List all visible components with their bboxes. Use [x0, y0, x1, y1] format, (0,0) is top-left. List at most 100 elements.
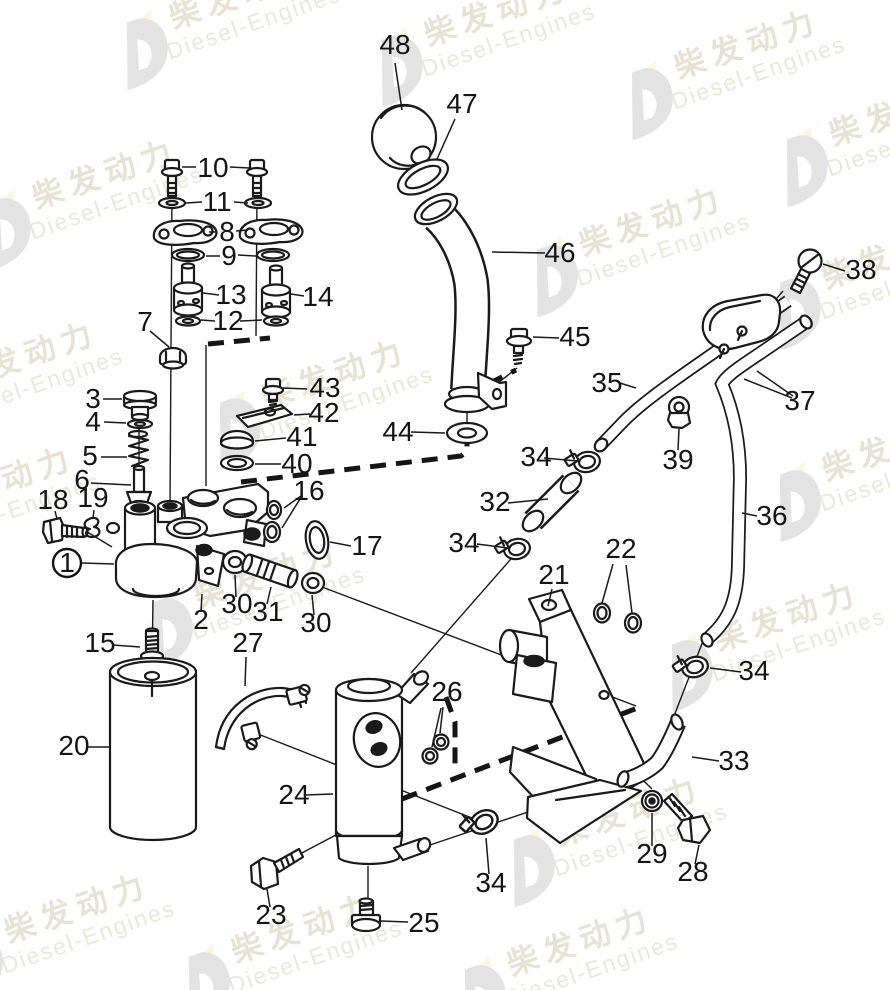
callout-39-7: 39: [662, 444, 693, 475]
callout-37-6: 37: [784, 385, 815, 416]
part-drawing-11-washers: [157, 196, 273, 210]
callout-9-12: 9: [221, 240, 237, 271]
callout-15-38: 15: [84, 627, 115, 658]
part-drawing-32-hose: [521, 471, 583, 533]
part-drawing-23-bolt: [249, 847, 305, 891]
part-drawing-21-bracket: [498, 588, 652, 845]
part-drawing-20-oil-filter: [108, 656, 198, 842]
callout-30-34: 30: [300, 607, 331, 638]
part-drawing-38-bolt: [789, 248, 823, 295]
callout-32-29: 32: [479, 486, 510, 517]
callout-8-11: 8: [219, 216, 235, 247]
part-drawing-37-pipe-clamp-bracket: [701, 293, 782, 360]
callout-1-text: 1: [59, 547, 75, 578]
part-drawing-34-clamp-c: [669, 648, 712, 684]
callout-5-23: 5: [82, 440, 98, 471]
part-drawing-12-washers: [174, 315, 290, 327]
callout-19-26: 19: [77, 482, 108, 513]
callout-12-15: 12: [212, 305, 243, 336]
callout-38-4: 38: [845, 254, 876, 285]
part-drawing-5-spring: [127, 429, 150, 468]
callout-34-31: 34: [448, 527, 479, 558]
callout-27-39: 27: [232, 627, 263, 658]
part-drawing-13-valve: [172, 262, 204, 317]
part-drawing-10-bolts: [160, 158, 269, 198]
callout-36-8: 36: [756, 500, 787, 531]
part-drawing-14-valve: [260, 264, 292, 319]
part-drawing-18-bolt: [41, 516, 89, 545]
callout-34-47: 34: [475, 867, 506, 898]
part-drawing-34-clamp-d: [453, 799, 504, 845]
part-drawing-8-cover-plates: [152, 218, 304, 246]
part-drawing-31-nipple-tube: [241, 553, 299, 589]
callout-25-46: 25: [408, 907, 439, 938]
callout-28-49: 28: [677, 856, 708, 887]
part-drawing-48-filler-cap: [370, 103, 438, 171]
part-drawing-7-plug: [158, 346, 188, 370]
callout-34-41: 34: [738, 655, 769, 686]
callout-3-21: 3: [85, 383, 101, 414]
part-drawing-16-seal-rings: [262, 499, 283, 544]
callout-14-14: 14: [302, 281, 333, 312]
callout-29-48: 29: [636, 838, 667, 869]
callout-34-30: 34: [520, 441, 551, 472]
callout-4-22: 4: [85, 406, 101, 437]
part-drawing-9-gaskets: [170, 247, 291, 263]
callout-43-17: 43: [309, 372, 340, 403]
callout-26-40: 26: [431, 676, 462, 707]
callout-7-16: 7: [137, 306, 153, 337]
part-drawing-42-plate: [235, 403, 294, 429]
callout-31-33: 31: [252, 596, 283, 627]
part-drawing-4-washer: [126, 418, 154, 430]
callout-10-9: 10: [197, 152, 228, 183]
part-drawing-47-seal-ring: [397, 158, 449, 196]
callout-47-1: 47: [446, 88, 477, 119]
callout-46-2: 46: [544, 237, 575, 268]
part-drawing-3-cap: [122, 389, 158, 422]
callout-33-42: 33: [718, 745, 749, 776]
callout-42-18: 42: [308, 397, 339, 428]
callout-45-3: 45: [559, 321, 590, 352]
part-drawing-45-bolt: [505, 327, 533, 366]
part-drawing-39-nut: [666, 395, 692, 430]
part-drawing-46-filler-pipe: [413, 192, 508, 414]
callout-24-44: 24: [278, 779, 309, 810]
callout-20-43: 20: [58, 730, 89, 761]
callout-40-20: 40: [281, 448, 312, 479]
callout-21-36: 21: [538, 559, 569, 590]
part-drawing-24-oil-cooler: [334, 670, 432, 866]
callout-23-45: 23: [255, 899, 286, 930]
part-drawing-22-seal-rings: [592, 602, 643, 634]
part-drawing-26-seal-rings: [421, 733, 450, 765]
callout-13-13: 13: [215, 279, 246, 310]
part-drawing-29-washer: [640, 789, 664, 813]
callout-35-5: 35: [591, 367, 622, 398]
part-drawing-40-seal-ring: [219, 454, 255, 472]
part-drawing-30-washer-right: [300, 571, 326, 595]
part-drawing-44-washer: [445, 421, 489, 445]
callout-48-0: 48: [379, 29, 410, 60]
callout-41-19: 41: [286, 421, 317, 452]
callout-2-35: 2: [193, 604, 209, 635]
part-drawing-27-clamp-strap: [214, 683, 311, 751]
part-drawing-36-tube: [700, 314, 813, 648]
part-drawing-41-cap: [219, 429, 255, 450]
callout-16-27: 16: [293, 475, 324, 506]
callout-1-circled: 1: [51, 547, 83, 579]
callout-44-50: 44: [382, 416, 413, 447]
callout-6-24: 6: [74, 464, 90, 495]
part-drawing-33-elbow-hose: [616, 713, 686, 789]
callout-30-32: 30: [221, 588, 252, 619]
callout-11-10: 11: [202, 186, 231, 217]
part-drawing-25-plug: [350, 897, 382, 933]
part-drawing-2-filter-housing: [105, 482, 270, 599]
part-drawing-17-o-ring: [304, 520, 330, 560]
callout-17-28: 17: [351, 530, 382, 561]
callout-22-37: 22: [605, 533, 636, 564]
part-drawing-43-bolt: [261, 377, 285, 407]
callout-18-25: 18: [37, 484, 68, 515]
part-drawing-28-bolt: [662, 792, 712, 845]
part-drawing-19-clip: [83, 516, 101, 539]
